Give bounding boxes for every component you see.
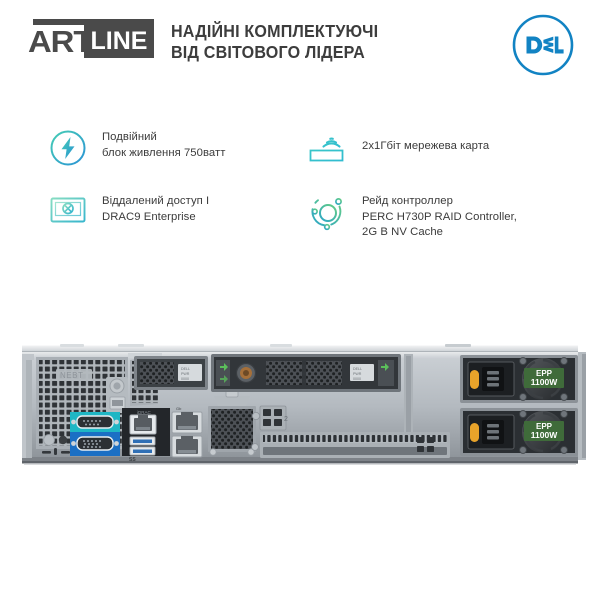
feature-text: Рейд контроллер PERC H730P RAID Controll…: [362, 192, 517, 241]
svg-text:NEBT: NEBT: [60, 371, 83, 380]
psu-label-epp: EPP: [536, 369, 553, 378]
usb-ports: [129, 436, 156, 456]
artline-logo: ART LINE: [28, 17, 154, 63]
vga-port: [71, 436, 119, 451]
feature-line-2: PERC H730P RAID Controller,: [362, 210, 517, 223]
feature-line-2: блок живлення 750ватт: [102, 146, 226, 159]
svg-text:0000: 0000: [353, 377, 361, 381]
svg-text:DELL: DELL: [181, 367, 190, 371]
feature-line-2: DRAC9 Enterprise: [102, 210, 196, 223]
feature-line-3: 2G B NV Cache: [362, 226, 444, 238]
feature-item-raid-controller: Рейд контроллер PERC H730P RAID Controll…: [308, 192, 517, 241]
feature-line-1: 2x1Гбіт мережева карта: [362, 140, 490, 152]
feature-item-network-card: 2x1Гбіт мережева карта: [308, 128, 489, 170]
idrac-port: [129, 414, 157, 435]
artline-logo-topbar: [33, 19, 154, 25]
feature-line-1: Віддалений доступ I: [102, 195, 210, 207]
feature-text: 2x1Гбіт мережева карта: [362, 128, 489, 155]
nic-ports-left: Gb: [171, 406, 203, 458]
feature-line-1: Подвійний: [102, 131, 157, 143]
network-card-wifi-icon: [309, 137, 344, 162]
svg-text:0000: 0000: [181, 377, 189, 381]
svg-text:SS: SS: [129, 457, 136, 463]
feature-line-1: Рейд контроллер: [362, 195, 453, 207]
tagline-line-2: ВІД СВІТОВОГО ЛІДЕРА: [171, 42, 366, 62]
svg-text:Gb: Gb: [176, 406, 182, 411]
psu-label-watt: 1100W: [531, 377, 558, 387]
psu-bottom: EPP 1100W: [460, 408, 578, 456]
svg-text:1100W: 1100W: [531, 430, 558, 440]
svg-text:PWR: PWR: [353, 372, 362, 376]
brand-block: ART LINE НАДІЙНІ КОМПЛЕКТУЮЧІ ВІД СВІТОВ…: [28, 17, 396, 63]
feature-text: Віддалений доступ I DRAC9 Enterprise: [102, 192, 209, 225]
artline-logo-linebox: [84, 25, 154, 58]
feature-item-remote-access: Віддалений доступ I DRAC9 Enterprise: [48, 192, 209, 232]
raid-controller-orbit-icon: [311, 198, 342, 231]
dell-server-rear-illustration: NEBT: [22, 344, 586, 465]
banner-header: ART LINE НАДІЙНІ КОМПЛЕКТУЮЧІ ВІД СВІТОВ…: [0, 0, 600, 92]
power-bolt-icon: [50, 130, 86, 166]
brand-tagline: НАДІЙНІ КОМПЛЕКТУЮЧІ ВІД СВІТОВОГО ЛІДЕР…: [171, 17, 396, 63]
feature-text: Подвійний блок живлення 750ватт: [102, 128, 225, 161]
svg-text:EPP: EPP: [536, 422, 553, 431]
feature-list: Подвійний блок живлення 750ватт: [0, 110, 600, 260]
svg-text:iDRAC: iDRAC: [137, 410, 152, 415]
svg-text:2: 2: [284, 416, 288, 423]
artline-logo-art: ART: [28, 24, 93, 59]
tagline-line-1: НАДІЙНІ КОМПЛЕКТУЮЧІ: [171, 21, 379, 41]
dell-logo-icon: [512, 14, 574, 76]
product-image: NEBT: [8, 344, 592, 466]
svg-text:PWR: PWR: [181, 372, 190, 376]
svg-text:DELL: DELL: [353, 367, 362, 371]
artline-logo-line: LINE: [90, 27, 148, 55]
remote-monitor-icon: [50, 197, 86, 227]
feature-item-power-supply: Подвійний блок живлення 750ватт: [48, 128, 225, 168]
psu-top: EPP 1100W: [460, 355, 578, 403]
serial-port: [71, 415, 119, 429]
